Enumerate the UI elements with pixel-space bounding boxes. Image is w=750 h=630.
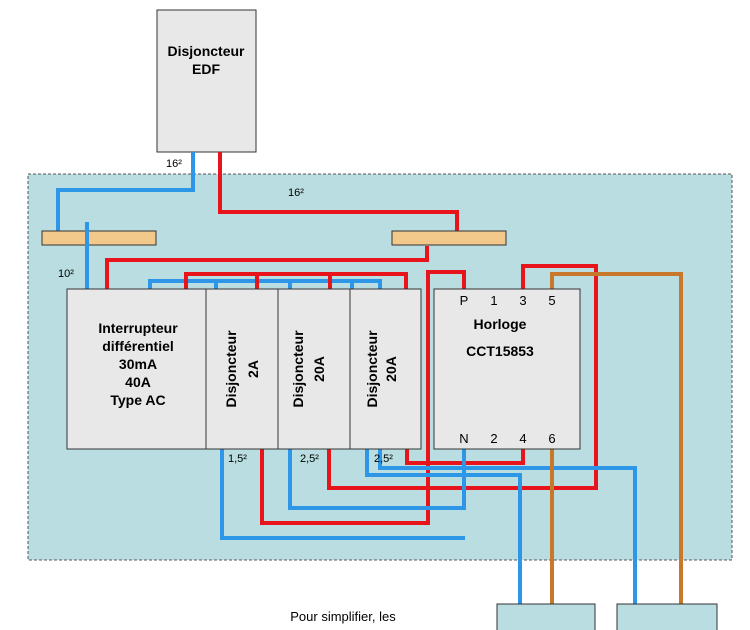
edf-breaker-label-1: Disjoncteur bbox=[167, 43, 245, 59]
breaker-20a-2-label-1: Disjoncteur bbox=[364, 330, 380, 408]
edf-breaker: Disjoncteur EDF bbox=[156, 9, 257, 153]
breaker-20a-1-label-2: 20A bbox=[311, 356, 327, 382]
load-box-1 bbox=[496, 603, 596, 630]
cable-label-20a-1: 2,5² bbox=[300, 453, 319, 465]
breaker-2a-label-1: Disjoncteur bbox=[223, 330, 239, 408]
circuit-2a-neutral bbox=[220, 449, 465, 540]
time-switch-title: Horloge bbox=[474, 316, 527, 332]
terminal-n: N bbox=[459, 431, 468, 446]
load-2-neutral bbox=[378, 449, 637, 605]
time-switch-model: CCT15853 bbox=[466, 343, 534, 359]
live-comb-bridge bbox=[184, 272, 408, 289]
load-1-neutral bbox=[365, 449, 522, 605]
incoming-neutral-wire bbox=[56, 152, 195, 232]
edf-breaker-box bbox=[156, 9, 257, 153]
time-switch-box bbox=[433, 288, 581, 450]
cable-label-20a-2: 2,5² bbox=[374, 453, 393, 465]
clock-neutral-supply bbox=[288, 449, 466, 510]
terminal-1: 1 bbox=[490, 293, 497, 308]
clock-contact-feed bbox=[327, 264, 598, 490]
breaker-20a-1-box bbox=[277, 288, 351, 450]
neutral-busbar bbox=[41, 230, 157, 246]
breaker-20a-2: Disjoncteur 20A bbox=[349, 288, 422, 450]
breaker-2a: Disjoncteur 2A bbox=[205, 288, 279, 450]
breaker-2a-box bbox=[205, 288, 279, 450]
cable-label-neutral-feed: 10² bbox=[58, 268, 74, 280]
breaker-20a-2-box bbox=[349, 288, 422, 450]
cable-label-live-feed: 16² bbox=[288, 187, 304, 199]
neutral-comb-bridge bbox=[148, 279, 382, 289]
clock-live-supply bbox=[260, 270, 466, 525]
incoming-live-wire bbox=[218, 152, 459, 232]
cable-label-incoming: 16² bbox=[166, 158, 182, 170]
terminal-2: 2 bbox=[490, 431, 497, 446]
terminal-4: 4 bbox=[519, 431, 526, 446]
load-box-2 bbox=[616, 603, 718, 630]
breaker-20a-1-label-1: Disjoncteur bbox=[290, 330, 306, 408]
rcd-live-feed bbox=[105, 246, 429, 289]
time-switch: P 1 3 5 Horloge CCT15853 N 2 4 6 bbox=[433, 288, 581, 450]
cable-label-2a: 1,5² bbox=[228, 453, 247, 465]
live-busbar bbox=[391, 230, 507, 246]
load-2-switched bbox=[550, 272, 683, 605]
rcd-label-4: 40A bbox=[125, 374, 151, 390]
terminal-p: P bbox=[460, 293, 469, 308]
rcd-box bbox=[66, 288, 207, 450]
terminal-5: 5 bbox=[548, 293, 555, 308]
terminal-6: 6 bbox=[548, 431, 555, 446]
breaker-20a-1: Disjoncteur 20A bbox=[277, 288, 351, 450]
rcd-label-2: différentiel bbox=[102, 338, 174, 354]
rcd-label-3: 30mA bbox=[119, 356, 157, 372]
rcd-label-5: Type AC bbox=[110, 392, 165, 408]
terminal-3: 3 bbox=[519, 293, 526, 308]
rcd-label-1: Interrupteur bbox=[98, 320, 178, 336]
edf-breaker-label-2: EDF bbox=[192, 61, 220, 77]
breaker-2a-label-2: 2A bbox=[245, 360, 261, 378]
footnote-text: Pour simplifier, les bbox=[290, 609, 396, 624]
rcd-device: Interrupteur différentiel 30mA 40A Type … bbox=[66, 288, 207, 450]
breaker-20a-2-label-2: 20A bbox=[383, 356, 399, 382]
